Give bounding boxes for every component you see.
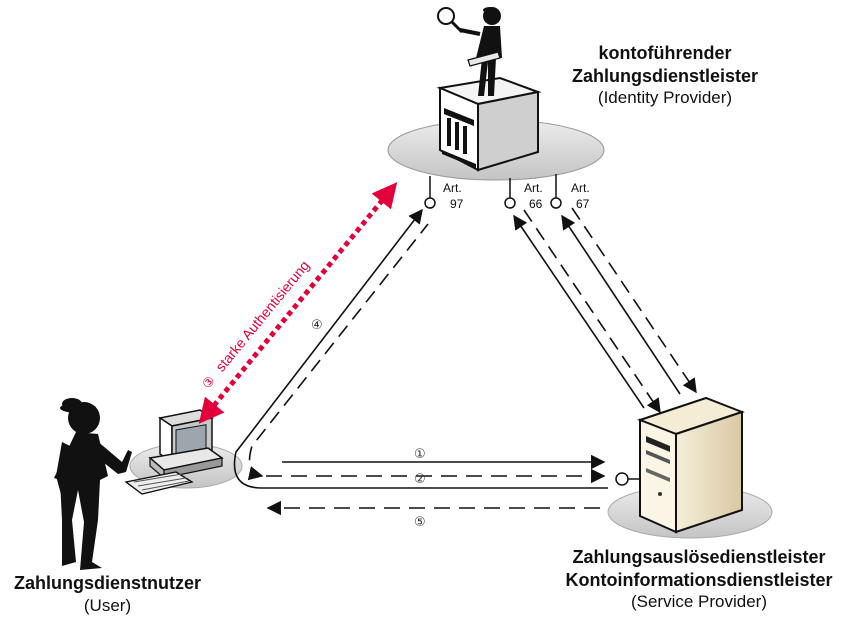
computer-icon <box>124 409 224 495</box>
step4-label: ④ <box>311 318 323 333</box>
service-provider-node <box>607 396 773 539</box>
step5-label: ⑤ <box>414 515 426 530</box>
sp-label: Zahlungsauslösedienstleister Kontoinform… <box>548 546 850 612</box>
idp-label: kontoführender Zahlungsdienstleister (Id… <box>540 42 790 108</box>
identity-provider-node <box>387 7 605 181</box>
sp-name-line2: Kontoinformationsdienstleister <box>565 569 833 590</box>
sp-name-line1: Zahlungsauslösedienstleister <box>572 547 826 567</box>
idp-name-line2: Zahlungsdienstleister <box>571 65 759 86</box>
flow-sp-idp-art67 <box>561 207 697 395</box>
user-person-silhouette-icon <box>54 398 132 570</box>
interface-art66-label-2: 66 <box>529 197 543 211</box>
interface-art97: Art. 97 <box>424 176 464 211</box>
strong-auth-arrow <box>198 182 398 424</box>
flow-sp-idp-art66 <box>513 209 661 414</box>
user-name: Zahlungsdienstnutzer <box>13 573 201 593</box>
interface-art67-label-2: 67 <box>576 197 590 211</box>
step3-label: ③ <box>200 374 219 393</box>
interface-art97-label-1: Art. <box>443 181 462 195</box>
idp-name-line1: kontoführender <box>598 43 732 63</box>
step1-label: ① <box>414 447 426 462</box>
interface-art66-label-1: Art. <box>524 181 543 195</box>
bank-building-icon <box>436 76 542 172</box>
interface-art66: Art. 66 <box>504 178 543 211</box>
strong-auth-label: starke Authentisierung <box>212 257 312 374</box>
user-role: (User) <box>83 595 132 615</box>
sp-interface-port <box>615 472 629 486</box>
step2-label: ② <box>414 472 426 487</box>
flow-user-to-idp <box>233 208 608 489</box>
idp-person-silhouette-icon <box>437 7 502 96</box>
server-tower-icon <box>637 396 745 534</box>
interface-art67: Art. 67 <box>550 174 590 211</box>
user-node <box>54 398 243 570</box>
idp-role: (Identity Provider) <box>597 88 733 107</box>
interface-art97-label-2: 97 <box>450 197 464 211</box>
sp-role: (Service Provider) <box>630 592 768 611</box>
user-label: Zahlungsdienstnutzer (User) <box>0 572 215 616</box>
interface-art67-label-1: Art. <box>571 181 590 195</box>
